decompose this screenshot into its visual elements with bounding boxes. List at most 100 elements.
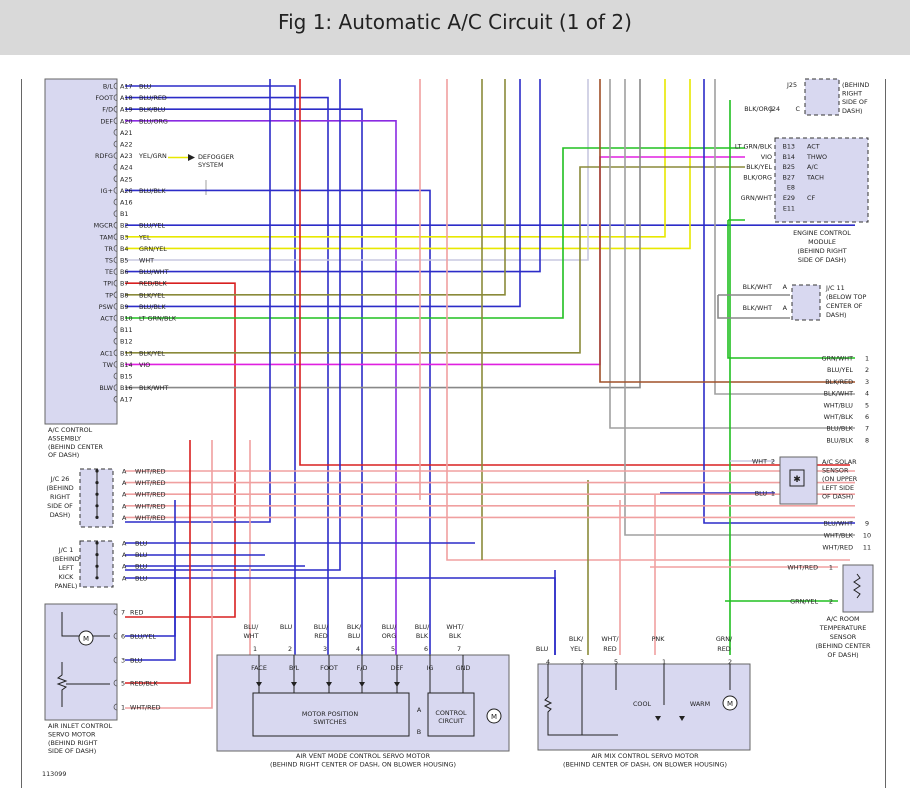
pin-bracket [113,210,118,217]
mix-pin: 1 [662,658,666,666]
acm-pin-label: B14 [120,361,133,369]
acm-func-label: MGCR [94,222,114,230]
solar-icon: ✱ [793,475,801,485]
wire-tp [125,79,506,296]
vent-wire-2: RED [314,632,327,640]
wire-trunk-9 [703,79,855,524]
acm-pin-label: B8 [120,291,128,299]
pin-bracket [113,82,118,90]
acm-pin-label: B12 [120,338,133,346]
j25-wire-label: BLK/ORG [744,105,773,113]
jc11-pin: A [783,304,788,312]
jc11-wire: BLK/WHT [743,283,772,291]
acm-pin-label: B3 [120,233,128,241]
pin-bracket [113,703,118,711]
j25-note: SIDE OF [842,98,868,106]
jc26-pin: A [122,479,127,487]
vent-diode-icon [359,682,365,687]
wire-trunk-7 [609,79,855,429]
acm-func-label: F/D [102,106,113,114]
jc1-pin: A [122,563,127,571]
pin-bracket [113,291,118,299]
vent-diode-icon [394,682,400,687]
acm-pin-label: B1 [120,210,128,218]
wire-tr [125,79,691,250]
mix-wire-2: RED [717,645,730,653]
jc26-label: DASH) [50,511,71,519]
acm-func-label: IG+ [101,187,113,195]
room-pin: 2 [829,598,833,606]
mix-pin: 2 [728,658,732,666]
vent-func: GND [456,664,471,672]
right-term-num: 9 [865,520,869,528]
ecm-caption: SIDE OF DASH) [798,256,846,264]
j25-note: (BEHIND [842,81,869,89]
right-term-wire: BLU/YEL [827,366,853,374]
acm-pin-label: B6 [120,268,128,276]
acm-pin-label: A24 [120,164,133,172]
wire-trunk-2 [299,79,850,466]
right-term-wire: WHT/BLK [824,413,854,421]
room-label: SENSOR [830,633,857,641]
pin-bracket [113,152,118,159]
room-label: A/C ROOM [826,615,859,623]
acm-wire-label: BLU [139,83,152,91]
jc1-wire: BLU [135,574,148,582]
vent-func: FOOT [320,664,338,672]
vent-pin: 6 [424,645,428,653]
acm-caption: (BEHIND CENTER [48,443,104,451]
acm-wire-label: BLU/WHT [139,268,169,276]
inlet-wire: BLU [130,657,143,665]
mix-pin: 3 [580,658,584,666]
pin-bracket [113,632,118,640]
acm-pin-label: B2 [120,222,128,230]
vent-diode-icon [326,682,332,687]
vent-func: F/D [357,664,368,672]
pin-bracket [113,105,118,113]
figure-title: Fig 1: Automatic A/C Circuit (1 of 2) [278,10,632,34]
mix-pin: 4 [546,658,550,666]
acm-func-label: B/L [103,83,114,91]
acm-wire-label: BLU/BLK [139,187,166,195]
right-term-num: 3 [865,378,869,386]
vent-control-block [427,692,475,737]
right-term-wire: BLK/WHT [824,390,853,398]
vent-pin: 1 [253,645,257,653]
inlet-pin: 7 [121,609,125,617]
inlet-caption: SERVO MOTOR [48,730,96,738]
acm-wire-label: GRN/YEL [139,245,167,253]
jc26-wire: WHT/RED [135,468,166,476]
mix-wire-2: YEL [569,645,582,653]
inlet-pin: 3 [121,657,125,665]
vent-wire-1: BLK/ [347,623,362,631]
acm-func-label: TR [104,245,114,253]
acm-pin-label: A19 [120,106,133,114]
vent-wire-2: BLK [449,632,462,640]
mix-motor-m: M [727,700,733,708]
acm-pin-label: A21 [120,129,133,137]
pin-bracket [113,608,118,616]
acm-pin-label: A23 [120,152,133,160]
solar-label: (ON UPPER [822,475,858,483]
acm-func-label: TW [102,361,114,369]
mix-motor-icon [722,695,738,711]
wire-trunk-1 [125,79,271,523]
ecm-pin-label: B14 [782,153,795,161]
component-layer [44,78,874,752]
wire-ac1 [125,166,745,354]
inlet-pin: 1 [121,704,125,712]
acm-func-label: TE [104,268,113,276]
acm-pin-label: A22 [120,141,133,149]
wire-foot [125,96,329,655]
mix-wire-1: BLK/ [569,635,584,643]
diagram-frame [21,79,886,788]
wire-trunk-3 [125,79,341,571]
solar-label: A/C SOLAR [822,458,857,466]
acm-pin-label: B10 [120,315,133,323]
inlet-pin: 5 [121,680,125,688]
right-term-num: 8 [865,436,869,444]
vent-wire-2: BLK [416,632,429,640]
vent-func: B/L [289,664,300,672]
inlet-motor-icon [78,630,94,646]
right-term-wire: WHT/BLU [824,401,854,409]
